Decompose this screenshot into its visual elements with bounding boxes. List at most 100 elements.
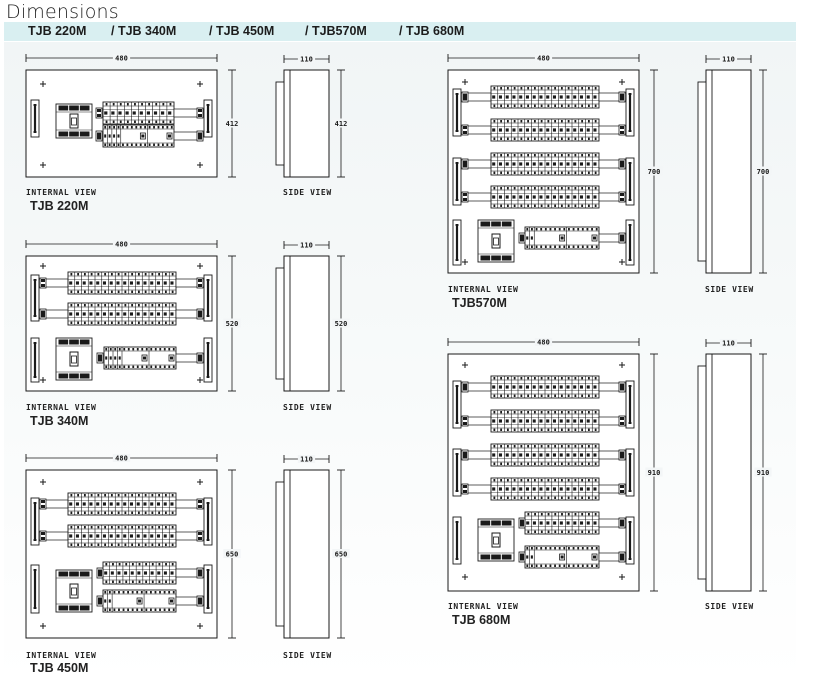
width-dimension: 110 <box>705 55 752 64</box>
terminal-block <box>196 530 204 542</box>
height-label: 910 <box>648 469 661 477</box>
terminal-block <box>196 277 204 289</box>
rcd-breaker-row <box>103 346 177 370</box>
mounting-hole-icon <box>40 162 46 168</box>
mounting-hole-icon <box>462 574 468 580</box>
terminal-bar <box>203 337 213 383</box>
model-link-tjb680m: / TJB 680M <box>399 24 465 38</box>
width-label: 110 <box>300 242 313 250</box>
width-dimension: 110 <box>283 241 330 250</box>
terminal-bar <box>625 88 635 137</box>
height-label: 650 <box>226 551 239 559</box>
terminal-block <box>518 232 526 244</box>
terminal-bar <box>30 564 40 614</box>
terminal-bar <box>30 274 40 322</box>
breaker-row <box>102 561 177 585</box>
din-rail <box>598 518 627 528</box>
terminal-block <box>618 91 626 103</box>
width-label: 480 <box>115 455 128 463</box>
width-dimension: 480 <box>25 454 218 463</box>
width-dimension: 480 <box>447 54 640 63</box>
terminal-block <box>461 124 469 136</box>
height-label: 412 <box>335 120 348 128</box>
internal-view-caption-220: INTERNAL VIEW <box>26 188 97 197</box>
model-link-tjb570m: / TJB570M <box>305 24 367 38</box>
height-label: 520 <box>335 320 348 328</box>
breaker-row <box>490 443 600 467</box>
model-caption-570: TJB570M <box>452 296 507 310</box>
mounting-hole-icon <box>40 479 46 485</box>
mounting-hole-icon <box>619 574 625 580</box>
terminal-block <box>196 130 204 142</box>
terminal-block <box>461 483 469 495</box>
terminal-block <box>618 551 626 563</box>
model-caption-680: TJB 680M <box>452 613 511 627</box>
side-view-caption-680: SIDE VIEW <box>705 602 754 611</box>
height-dimension: 520 <box>332 255 350 392</box>
breaker-row <box>102 101 175 125</box>
terminal-block <box>618 483 626 495</box>
breaker-row <box>490 85 600 109</box>
mounting-hole-icon <box>40 81 46 87</box>
terminal-bar <box>625 380 635 429</box>
breaker-row <box>67 302 177 326</box>
terminal-block <box>196 352 204 364</box>
height-dimension: 650 <box>223 469 241 639</box>
breaker-row <box>490 409 600 433</box>
width-label: 110 <box>722 340 735 348</box>
terminal-block <box>618 124 626 136</box>
terminal-block <box>39 308 47 320</box>
terminal-bar <box>452 88 462 137</box>
din-rail <box>598 233 627 243</box>
mounting-hole-icon <box>462 362 468 368</box>
breaker-row <box>490 118 600 142</box>
mounting-hole-icon <box>197 377 203 383</box>
rcd-breaker-row <box>524 226 600 250</box>
din-rail <box>598 416 627 426</box>
terminal-block <box>461 158 469 170</box>
main-circuit-breaker <box>477 518 515 562</box>
terminal-bar <box>30 337 40 383</box>
terminal-block <box>461 415 469 427</box>
terminal-block <box>39 530 47 542</box>
terminal-block <box>96 352 104 364</box>
terminal-bar <box>625 219 635 266</box>
terminal-block <box>96 595 104 607</box>
rcd-breaker-row <box>102 589 177 613</box>
mounting-hole-icon <box>619 259 625 265</box>
din-rail <box>175 278 205 288</box>
mounting-hole-icon <box>197 162 203 168</box>
terminal-block <box>461 449 469 461</box>
terminal-block <box>518 517 526 529</box>
width-label: 110 <box>300 56 313 64</box>
model-link-tjb450m: / TJB 450M <box>209 24 275 38</box>
breaker-row <box>490 477 600 501</box>
breaker-row <box>524 511 600 535</box>
width-dimension: 110 <box>283 55 330 64</box>
terminal-bar <box>625 448 635 497</box>
terminal-bar <box>30 497 40 546</box>
terminal-bar <box>30 99 40 138</box>
terminal-block <box>196 498 204 510</box>
width-label: 480 <box>537 339 550 347</box>
height-label: 910 <box>757 469 770 477</box>
height-label: 700 <box>648 168 661 176</box>
rcd-breaker-row <box>524 545 600 569</box>
model-caption-340: TJB 340M <box>30 414 89 428</box>
side-view-caption-340: SIDE VIEW <box>283 403 332 412</box>
breaker-row <box>67 524 177 548</box>
main-circuit-breaker <box>477 219 515 263</box>
main-circuit-breaker <box>55 103 93 139</box>
side-view-caption-220: SIDE VIEW <box>283 188 332 197</box>
din-rail <box>598 450 627 460</box>
terminal-block <box>196 595 204 607</box>
terminal-block <box>461 381 469 393</box>
terminal-block <box>196 567 204 579</box>
internal-view-caption-680: INTERNAL VIEW <box>448 602 519 611</box>
height-dimension: 412 <box>332 69 350 178</box>
din-rail <box>175 499 205 509</box>
model-caption-450: TJB 450M <box>30 661 89 675</box>
